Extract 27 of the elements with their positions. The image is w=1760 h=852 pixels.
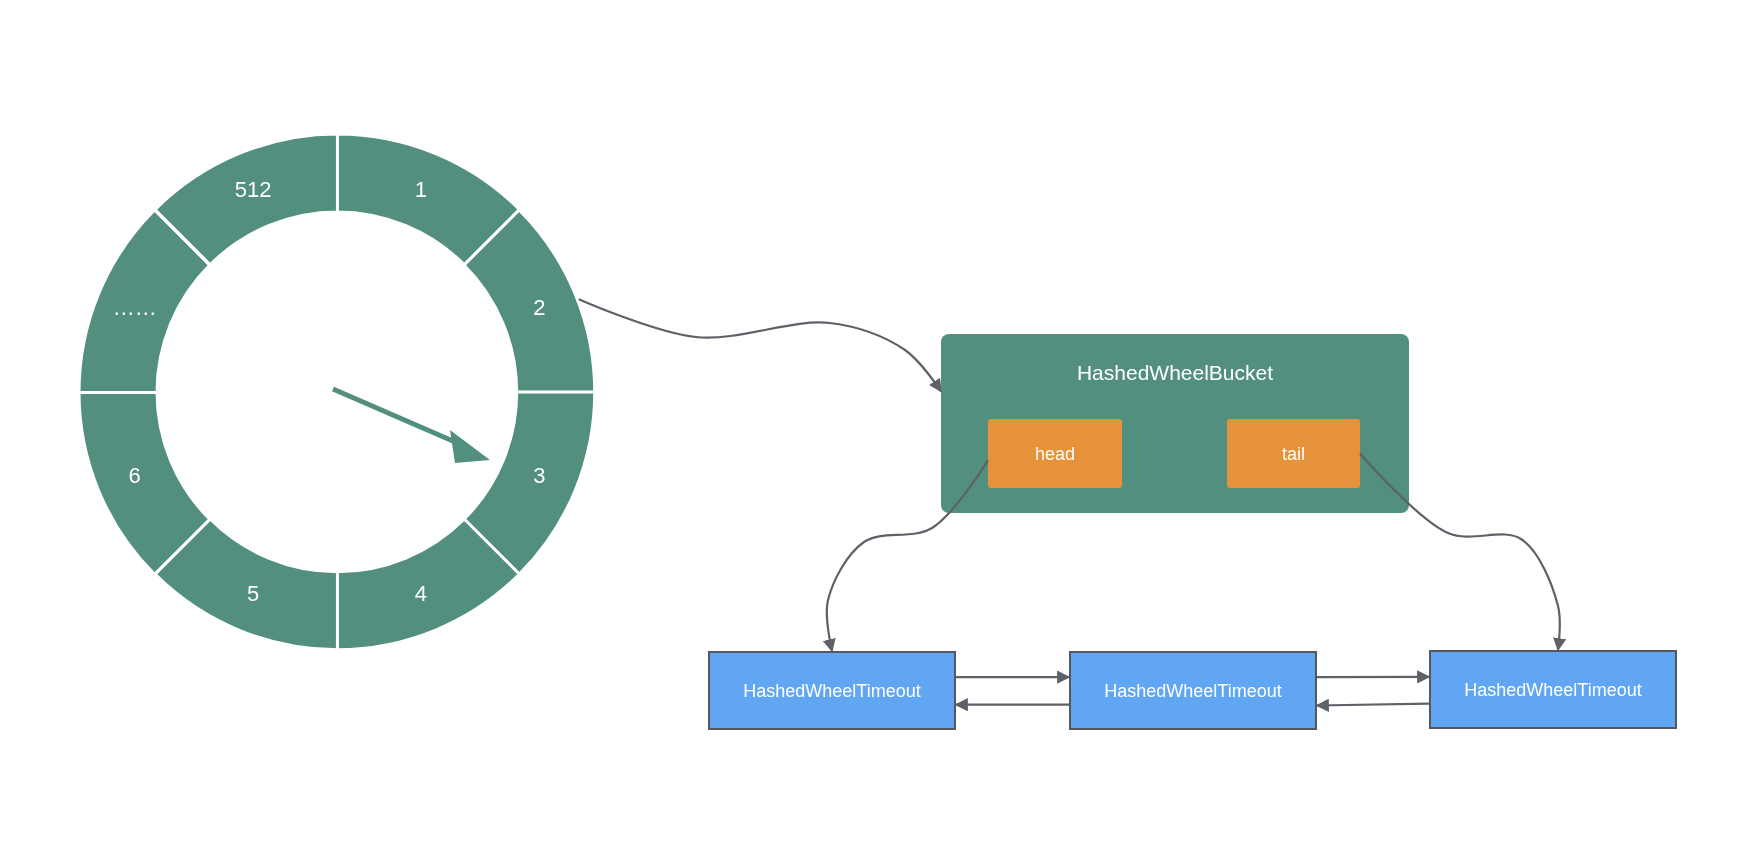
slot-number: ……: [112, 295, 157, 322]
bucket-box: [941, 334, 1409, 513]
slot-number: 2: [533, 295, 546, 322]
connector-arrow: [578, 298, 942, 393]
slot-number: 3: [533, 462, 546, 489]
connector-arrow: [822, 459, 989, 653]
connector-arrow: [956, 670, 1071, 684]
pointer-box: [1227, 419, 1360, 488]
timeout-box: [1069, 651, 1317, 730]
connector-arrow: [1315, 698, 1429, 712]
slot-number: 6: [128, 462, 141, 489]
pointer-box: [988, 419, 1122, 488]
timeout-box: [1429, 650, 1677, 729]
connector-arrow: [1359, 452, 1567, 652]
connector-arrow: [1317, 670, 1431, 684]
bucket-title: HashedWheelBucket: [1076, 361, 1274, 386]
slot-number: 512: [234, 176, 272, 203]
timeout-label: HashedWheelTimeout: [743, 680, 921, 701]
timeout-label: HashedWheelTimeout: [1464, 679, 1642, 700]
connector-arrow: [954, 698, 1069, 712]
pointer-label: tail: [1282, 443, 1305, 464]
pointer-label: head: [1035, 443, 1075, 464]
timeout-box: [708, 651, 956, 730]
slot-number: 5: [247, 581, 260, 608]
slot-number: 1: [414, 176, 427, 203]
timeout-label: HashedWheelTimeout: [1104, 680, 1282, 701]
slot-number: 4: [414, 581, 427, 608]
